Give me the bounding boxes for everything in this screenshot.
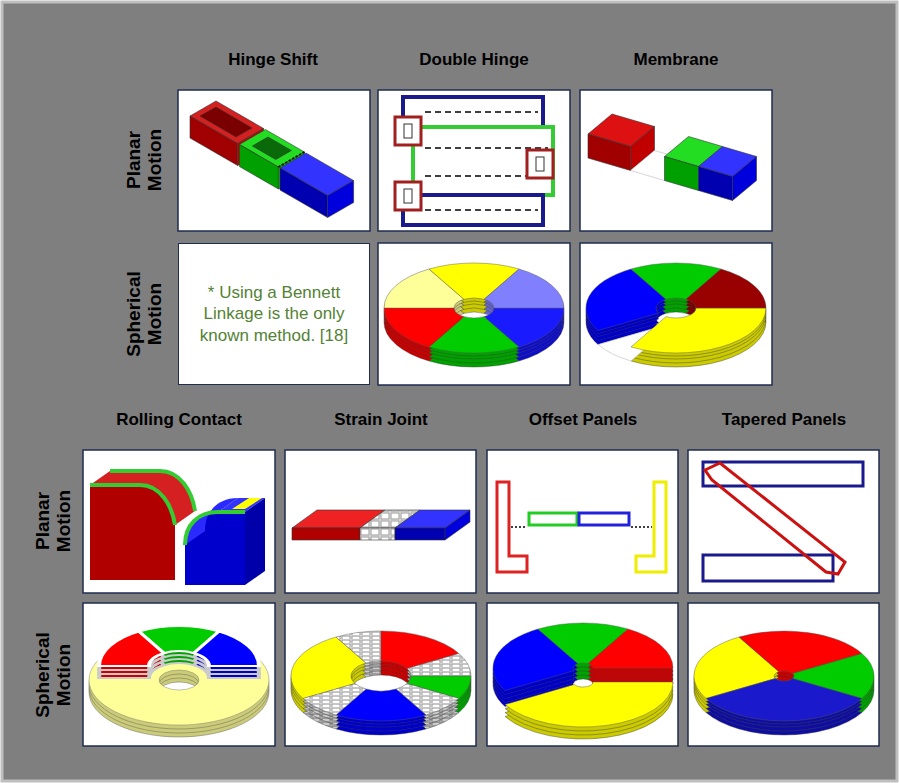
membrane-spherical [586,263,766,353]
rolling-contact-spherical [89,626,269,737]
rolling-contact-blocks [90,485,175,525]
double-hinge-spherical [384,263,564,353]
double-hinge-outline [403,195,543,225]
panel-frames [178,90,370,231]
offset-panels-outline [497,482,666,572]
strain-joint-spherical [291,631,471,721]
double-hinge-outline [404,124,412,138]
panel-frames [83,450,275,593]
panel-frames [487,603,678,746]
note-text: * Using a Bennett Linkage is the only kn… [197,282,351,346]
column-heading: Offset Panels [529,410,638,430]
strain-joint-slab [360,528,395,540]
rolling-contact-blocks [90,485,175,580]
tapered-panels-spherical [694,631,874,735]
tapered-panels-spherical [694,631,874,721]
tapered-panels-outline [705,463,845,574]
column-heading: Hinge Shift [228,50,318,70]
hinge-shift-blocks [328,181,354,218]
offset-panels-outline [579,513,629,525]
hinge-shift-blocks [190,116,238,166]
note-panel: * Using a Bennett Linkage is the only kn… [178,243,370,385]
double-hinge-outline [536,157,544,171]
panel-frames [285,450,476,593]
strain-joint-slab [292,510,470,540]
column-heading: Rolling Contact [116,410,242,430]
membrane-blocks [733,157,757,201]
membrane-blocks [665,157,699,191]
row-heading: Planar Motion [124,105,166,215]
row-heading: Spherical Motion [124,259,166,369]
rolling-contact-blocks [185,512,245,545]
offset-panels-spherical [505,682,673,727]
panel-frames [83,603,275,746]
panel-frames [688,603,879,746]
column-heading: Double Hinge [419,50,529,70]
double-hinge-outline [425,111,538,113]
rolling-contact-blocks [185,512,245,585]
offset-panels-outline [497,482,527,572]
panel-frames [580,243,772,385]
tapered-panels-outline [703,462,863,486]
offset-panels-spherical [493,623,673,739]
panel-frames [378,90,570,231]
tapered-panels-outline [703,555,833,581]
double-hinge-spherical [384,263,564,367]
rolling-contact-blocks [245,498,265,585]
double-hinge-outline [413,127,553,195]
strain-joint-spherical [291,631,471,735]
panel-frames [285,603,476,746]
double-hinge-outline [403,97,543,127]
strain-joint-slab [445,510,470,540]
hinge-shift-blocks [239,145,278,190]
offset-panels-outline [631,526,652,528]
offset-panels-outline [529,513,577,525]
column-heading: Tapered Panels [722,410,846,430]
double-hinge-outline [425,209,538,211]
rolling-contact-blocks [110,471,195,511]
panel-frames [688,450,879,593]
panel-frames [378,243,570,385]
double-hinge-outline [404,189,412,203]
rolling-contact-blocks [90,471,195,525]
panel-frames [580,90,772,231]
panel-frames [83,90,879,746]
offset-panels-spherical [493,623,673,690]
membrane-blocks [699,167,733,201]
double-hinge-outline [395,182,421,210]
rolling-contact-spherical [99,626,259,666]
strain-joint-slab [395,528,445,540]
hinge-shift-blocks [190,101,354,218]
membrane-blocks [588,134,631,171]
double-hinge-outline [527,150,553,178]
strain-joint-slab [292,528,360,540]
rolling-contact-blocks [90,471,265,585]
membrane-blocks [588,114,757,201]
double-hinge-outline [395,117,421,145]
hinge-shift-blocks [280,168,328,218]
column-heading: Membrane [633,50,718,70]
offset-panels-outline [511,526,527,528]
membrane-spherical [586,263,766,367]
column-heading: Strain Joint [334,410,428,430]
row-heading: Planar Motion [33,466,75,576]
double-hinge-outline [395,97,553,225]
panel-frames [487,450,678,593]
row-heading: Spherical Motion [33,620,75,730]
rolling-contact-blocks [232,498,262,509]
tapered-panels-outline [703,462,863,581]
